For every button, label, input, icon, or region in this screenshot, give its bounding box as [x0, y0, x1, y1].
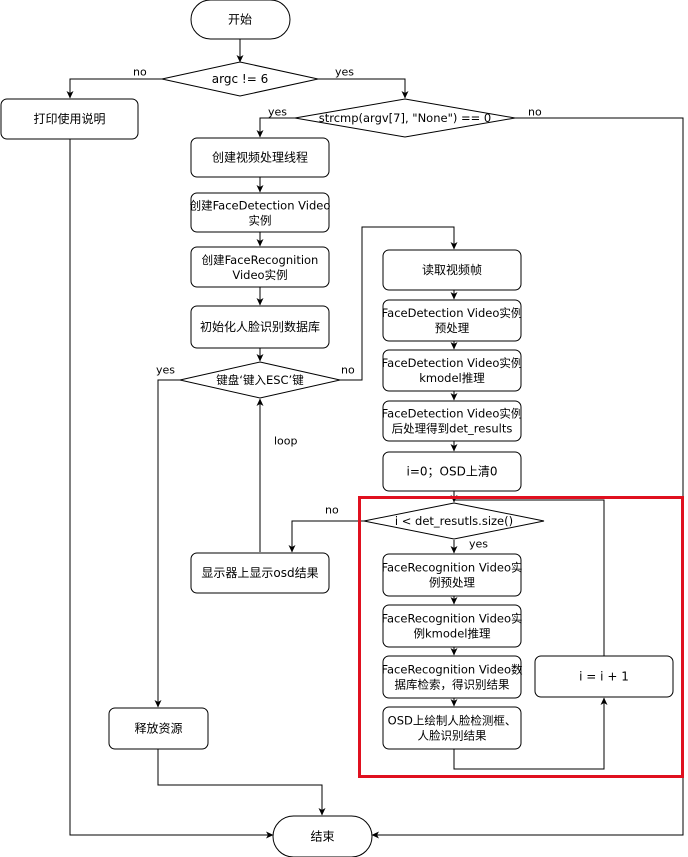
create-fd-label-1: 创建FaceDetection Video — [190, 199, 331, 213]
edge-labels: no yes yes no yes no loop no yes — [133, 66, 542, 551]
create-fr-node — [190, 246, 330, 288]
edge-argc-yes — [318, 78, 409, 99]
argc-yes-label: yes — [335, 66, 354, 79]
edge-argc-no — [66, 78, 162, 99]
esc-yes-label: yes — [156, 364, 175, 377]
argc-decision — [161, 61, 319, 97]
release-node — [108, 707, 209, 750]
create-thread-label: 创建视频处理线程 — [212, 150, 308, 165]
create-fd-node — [190, 192, 330, 233]
release-label: 释放资源 — [134, 721, 182, 736]
argc-label: argc != 6 — [212, 72, 268, 86]
create-fd-label-2: 实例 — [249, 214, 272, 228]
strcmp-no-label: no — [528, 106, 542, 119]
fr-search-node — [382, 655, 522, 699]
edge-esc-no — [340, 226, 458, 381]
increment-node — [534, 655, 674, 698]
argc-no-label: no — [133, 66, 147, 79]
nodes — [0, 0, 674, 857]
loop-yes-label: yes — [469, 538, 488, 551]
display-osd-label: 显示器上显示osd结果 — [201, 566, 318, 580]
osd-draw-label-1: OSD上绘制人脸检测框、 — [388, 714, 517, 728]
loop-no-label: no — [325, 504, 339, 517]
fr-pre-label-2: 例预处理 — [429, 576, 475, 590]
fr-search-label-1: FaceRecognition Video数 — [381, 663, 523, 677]
edge-esc-yes — [154, 379, 180, 708]
create-fr-label-1: 创建FaceRecognition — [202, 253, 319, 267]
end-label: 结束 — [310, 830, 334, 844]
loop-check-label: i < det_resutls.size() — [395, 514, 513, 528]
fd-infer-node — [382, 349, 522, 392]
fr-search-label-2: 据库检索，得识别结果 — [395, 678, 510, 692]
fr-infer-node — [382, 604, 522, 648]
highlight-box — [358, 496, 684, 778]
create-thread-node — [190, 137, 330, 178]
increment-label: i = i + 1 — [579, 670, 629, 684]
init-i-label: i=0；OSD上清0 — [407, 465, 498, 479]
fd-post-node — [382, 400, 522, 442]
edge-strcmp-yes — [256, 117, 295, 138]
strcmp-label: strcmp(argv[7], "None") == 0 — [319, 111, 492, 125]
strcmp-yes-label: yes — [268, 106, 287, 119]
fd-infer-label-2: kmodel推理 — [419, 371, 485, 385]
read-frame-label: 读取视频帧 — [422, 262, 482, 277]
read-frame-node — [382, 249, 522, 291]
edge-usage-end — [69, 139, 274, 839]
edge-increment-loop — [454, 499, 605, 656]
print-usage-node — [0, 98, 139, 140]
fr-infer-label-2: 例kmodel推理 — [414, 627, 491, 641]
edge-osd-increment — [453, 697, 608, 770]
fd-pre-node — [382, 299, 522, 342]
init-db-label: 初始化人脸识别数据库 — [200, 319, 320, 334]
loop-decision — [363, 502, 545, 540]
edge-loop-no — [288, 520, 364, 553]
strcmp-decision — [294, 98, 516, 138]
init-i-node — [382, 451, 522, 492]
fd-infer-label-1: FaceDetection Video实例 — [382, 356, 523, 370]
loop-label: loop — [274, 435, 298, 448]
init-db-node — [190, 305, 330, 349]
edge-release-end — [157, 749, 326, 816]
esc-no-label: no — [341, 364, 355, 377]
esc-decision — [179, 361, 341, 399]
edge-strcmp-no — [371, 117, 684, 839]
fr-pre-node — [382, 553, 522, 597]
print-usage-label: 打印使用说明 — [33, 111, 105, 126]
edges — [66, 39, 684, 839]
start-label: 开始 — [228, 13, 252, 27]
esc-label: 键盘‘键入ESC’键 — [216, 373, 304, 387]
osd-draw-label-2: 人脸识别结果 — [418, 729, 487, 743]
node-labels: 开始 argc != 6 打印使用说明 strcmp(argv[7], "Non… — [33, 13, 628, 844]
fd-post-label-2: 后处理得到det_results — [392, 422, 513, 436]
end-node — [272, 815, 373, 857]
fd-pre-label-1: FaceDetection Video实例 — [382, 306, 523, 320]
fr-pre-label-1: FaceRecognition Video实 — [381, 561, 522, 575]
display-osd-node — [190, 552, 330, 594]
start-node — [190, 0, 291, 40]
fd-post-label-1: FaceDetection Video实例 — [382, 407, 523, 421]
fr-infer-label-1: FaceRecognition Video实 — [381, 612, 522, 626]
create-fr-label-2: Video实例 — [232, 268, 287, 282]
osd-draw-node — [382, 706, 522, 750]
fd-pre-label-2: 预处理 — [435, 321, 470, 335]
